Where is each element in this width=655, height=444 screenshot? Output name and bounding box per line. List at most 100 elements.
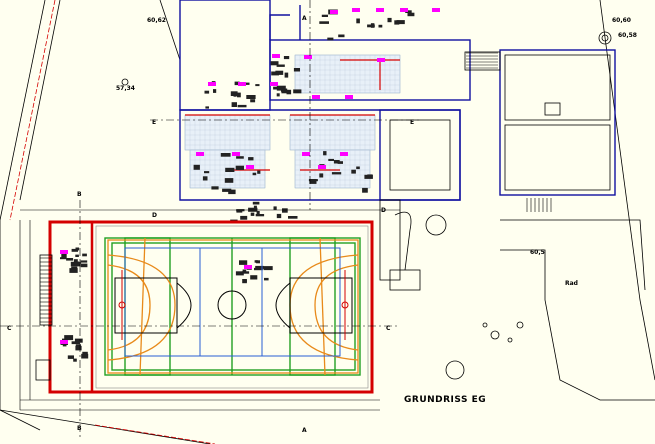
tiled-rooms bbox=[184, 54, 401, 189]
annotation-block bbox=[275, 70, 284, 75]
building-outline bbox=[179, 0, 616, 201]
site-boundary-red bbox=[9, 0, 216, 444]
annotation-block bbox=[327, 37, 334, 41]
section-marker-d-left: D bbox=[152, 212, 157, 219]
annotation-block bbox=[257, 170, 261, 174]
spot-level-4: 57,34 bbox=[116, 85, 135, 92]
annotation-block bbox=[281, 89, 289, 94]
annex-walls bbox=[379, 51, 611, 291]
annotation-block bbox=[75, 345, 82, 351]
room-tag bbox=[312, 95, 320, 99]
annotation-block bbox=[74, 338, 83, 343]
annotation-block bbox=[228, 189, 236, 195]
annotation-block bbox=[273, 206, 277, 210]
annotation-block bbox=[252, 201, 260, 205]
annotation-block bbox=[225, 167, 235, 172]
annotation-block bbox=[319, 21, 329, 24]
room-tags bbox=[60, 8, 440, 344]
court-handball-lines bbox=[107, 237, 359, 376]
annotation-block bbox=[204, 90, 210, 94]
annotation-block bbox=[62, 343, 67, 347]
annotation-block bbox=[396, 20, 405, 25]
annotation-block bbox=[82, 253, 87, 257]
annotation-block bbox=[82, 351, 88, 356]
annotation-block bbox=[255, 214, 265, 217]
annotation-block bbox=[288, 216, 298, 219]
annotation-block bbox=[387, 17, 392, 23]
annotation-block bbox=[204, 171, 210, 174]
room-tag bbox=[352, 8, 360, 12]
room-tag bbox=[345, 95, 353, 99]
annotation-block bbox=[231, 102, 237, 107]
annotation-block bbox=[378, 24, 383, 28]
annotation-block bbox=[71, 341, 81, 345]
room-tag bbox=[246, 165, 254, 169]
room-tag bbox=[60, 340, 68, 344]
outdoor-label: Rad bbox=[565, 280, 578, 287]
annotation-block bbox=[239, 260, 248, 265]
annotation-block bbox=[242, 269, 247, 273]
section-marker-a-top: A bbox=[302, 15, 307, 22]
annotation-block bbox=[73, 259, 78, 263]
annotation-block bbox=[338, 34, 345, 38]
annotation-block bbox=[67, 355, 74, 359]
spot-level-3: 60,58 bbox=[618, 32, 637, 39]
annotation-block bbox=[73, 358, 77, 362]
room-tag bbox=[304, 55, 312, 59]
annotation-block bbox=[407, 12, 415, 17]
annotation-block bbox=[337, 161, 343, 164]
annotation-block bbox=[220, 153, 231, 157]
section-marker-b-top: B bbox=[77, 191, 82, 198]
room-tag bbox=[376, 8, 384, 12]
section-marker-c-right: C bbox=[386, 325, 391, 332]
annotation-block bbox=[271, 71, 279, 76]
room-tag bbox=[377, 58, 385, 62]
room-tag bbox=[340, 152, 348, 156]
annotation-block bbox=[331, 172, 342, 175]
annotation-block bbox=[253, 205, 257, 210]
annotation-block bbox=[66, 258, 74, 261]
annotation-block bbox=[235, 271, 244, 276]
annotation-block bbox=[323, 151, 327, 156]
annotation-block bbox=[356, 166, 360, 170]
annotation-block bbox=[293, 89, 302, 94]
room-tag bbox=[208, 82, 216, 86]
annotation-block bbox=[69, 268, 78, 273]
spot-level-5: 60,5 bbox=[530, 249, 545, 256]
annotation-block bbox=[248, 157, 254, 161]
room-tag bbox=[60, 250, 68, 254]
annotation-block bbox=[237, 104, 247, 108]
annotation-block bbox=[367, 174, 373, 178]
annotation-block bbox=[230, 91, 238, 96]
annotation-block bbox=[254, 267, 263, 271]
annotation-block bbox=[283, 56, 290, 60]
drawing-title: GRUNDRISS EG bbox=[404, 395, 486, 405]
outdoor-features bbox=[121, 31, 612, 380]
annotation-block bbox=[270, 61, 279, 66]
annotation-block bbox=[80, 263, 88, 268]
annotation-block bbox=[264, 277, 269, 281]
annotation-block bbox=[211, 186, 219, 190]
section-marker-e-left: E bbox=[152, 119, 156, 126]
annotation-block bbox=[321, 14, 328, 17]
annotation-block bbox=[236, 156, 244, 159]
spot-level-2: 60,60 bbox=[612, 17, 631, 24]
annotation-block bbox=[71, 266, 78, 269]
annotation-block bbox=[75, 247, 80, 251]
annotation-block bbox=[61, 253, 67, 259]
annotation-block bbox=[276, 93, 280, 97]
annotation-block bbox=[333, 160, 340, 164]
room-tag bbox=[196, 152, 204, 156]
annotation-block bbox=[75, 254, 79, 257]
annotation-block bbox=[60, 257, 67, 260]
annotation-block bbox=[351, 169, 356, 174]
annotation-block bbox=[293, 68, 300, 72]
room-tag bbox=[302, 152, 310, 156]
annotation-block bbox=[276, 213, 282, 219]
section-marker-d-right: D bbox=[381, 207, 386, 214]
room-tag bbox=[432, 8, 440, 12]
annotation-block bbox=[286, 89, 292, 95]
annotation-block bbox=[309, 179, 317, 184]
annotation-block bbox=[80, 260, 88, 263]
